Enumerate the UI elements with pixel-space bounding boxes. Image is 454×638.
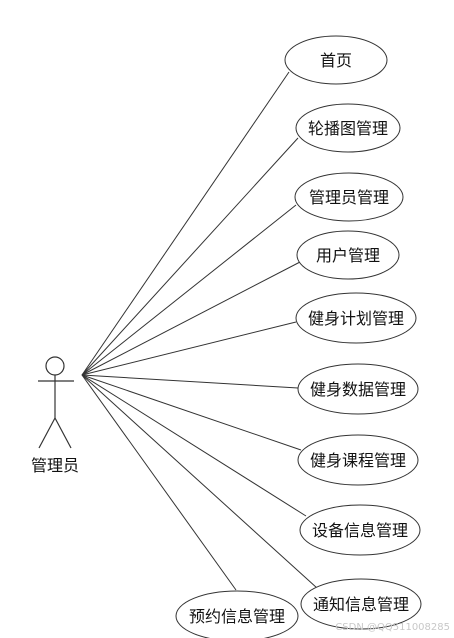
link-fitness-course xyxy=(81,374,302,451)
use-case-admin: 管理员管理 xyxy=(294,172,404,222)
use-case-label: 通知信息管理 xyxy=(313,595,409,614)
use-case-label: 健身数据管理 xyxy=(310,380,406,399)
use-case-booking: 预约信息管理 xyxy=(175,590,299,638)
link-fitness-data xyxy=(81,374,299,389)
use-case-fitness-course: 健身课程管理 xyxy=(297,434,419,486)
use-case-label: 轮播图管理 xyxy=(308,119,388,138)
use-case-label: 管理员管理 xyxy=(309,188,389,207)
use-case-equipment: 设备信息管理 xyxy=(299,504,421,556)
link-equipment xyxy=(81,374,307,517)
link-admin xyxy=(81,204,297,376)
use-case-label: 首页 xyxy=(320,51,352,70)
link-notice xyxy=(81,374,318,589)
use-case-fitness-plan: 健身计划管理 xyxy=(295,292,417,344)
actor-admin xyxy=(38,356,74,449)
use-case-label: 健身计划管理 xyxy=(308,309,404,328)
use-case-label: 预约信息管理 xyxy=(189,607,285,626)
link-user xyxy=(81,261,301,376)
use-case-fitness-data: 健身数据管理 xyxy=(297,363,419,415)
association-lines xyxy=(81,71,318,591)
use-case-carousel: 轮播图管理 xyxy=(295,103,401,153)
use-case-user: 用户管理 xyxy=(296,230,400,280)
use-case-home: 首页 xyxy=(284,35,388,85)
use-case-notice: 通知信息管理 xyxy=(300,578,422,630)
link-carousel xyxy=(81,137,299,376)
use-case-label: 健身课程管理 xyxy=(310,451,406,470)
actor-left-leg xyxy=(38,417,56,449)
watermark: CSDN @QQ511008285 xyxy=(335,622,450,633)
actor-right-leg xyxy=(54,417,72,449)
use-case-label: 用户管理 xyxy=(316,246,380,265)
actor-label: 管理员 xyxy=(31,456,79,475)
link-booking xyxy=(81,374,237,591)
actor-head xyxy=(45,356,65,376)
link-home xyxy=(81,71,290,376)
link-fitness-plan xyxy=(81,321,297,376)
use-case-label: 设备信息管理 xyxy=(312,521,408,540)
